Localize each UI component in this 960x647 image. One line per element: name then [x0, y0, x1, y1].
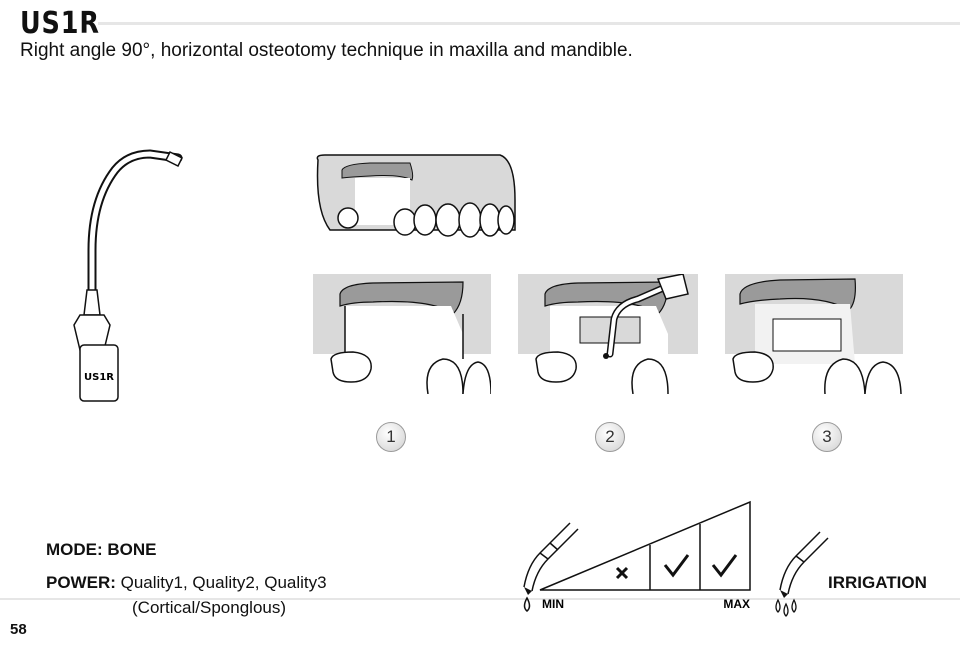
power-setting: POWER: Quality1, Quality2, Quality3	[46, 573, 327, 593]
water-drops-icon	[775, 598, 797, 617]
scale-max-label: MAX	[723, 597, 750, 611]
handpiece-icon	[523, 522, 579, 595]
check-icon	[663, 554, 690, 578]
overview-illustration	[316, 154, 516, 238]
mode-setting: MODE: BONE	[46, 540, 157, 559]
step-number-2: 2	[595, 422, 625, 452]
step-number-1: 1	[376, 422, 406, 452]
irrigation-label: IRRIGATION	[826, 573, 929, 593]
header-rule	[98, 22, 960, 25]
step-2-illustration	[518, 274, 698, 394]
step-3-illustration	[725, 274, 903, 394]
page-subtitle: Right angle 90°, horizontal osteotomy te…	[20, 40, 633, 61]
footer-rule	[0, 598, 960, 600]
power-wedge	[539, 500, 751, 591]
page-number: 58	[10, 621, 27, 638]
power-scale-diagram: MIN MAX	[523, 500, 751, 612]
water-drop-icon	[523, 596, 531, 612]
us1r-tip-illustration: US1R	[73, 149, 184, 402]
power-label: POWER:	[46, 573, 116, 592]
irrigation-handpiece-icon	[775, 531, 829, 617]
power-values: Quality1, Quality2, Quality3	[120, 573, 327, 592]
tip-label: US1R	[84, 372, 114, 383]
step-1-illustration	[313, 274, 491, 394]
cross-icon	[615, 566, 629, 580]
power-note: (Cortical/Sponglous)	[132, 598, 287, 617]
check-icon	[711, 554, 738, 578]
step-number-3: 3	[812, 422, 842, 452]
page-title: US1R	[20, 6, 100, 41]
scale-min-label: MIN	[542, 597, 564, 611]
